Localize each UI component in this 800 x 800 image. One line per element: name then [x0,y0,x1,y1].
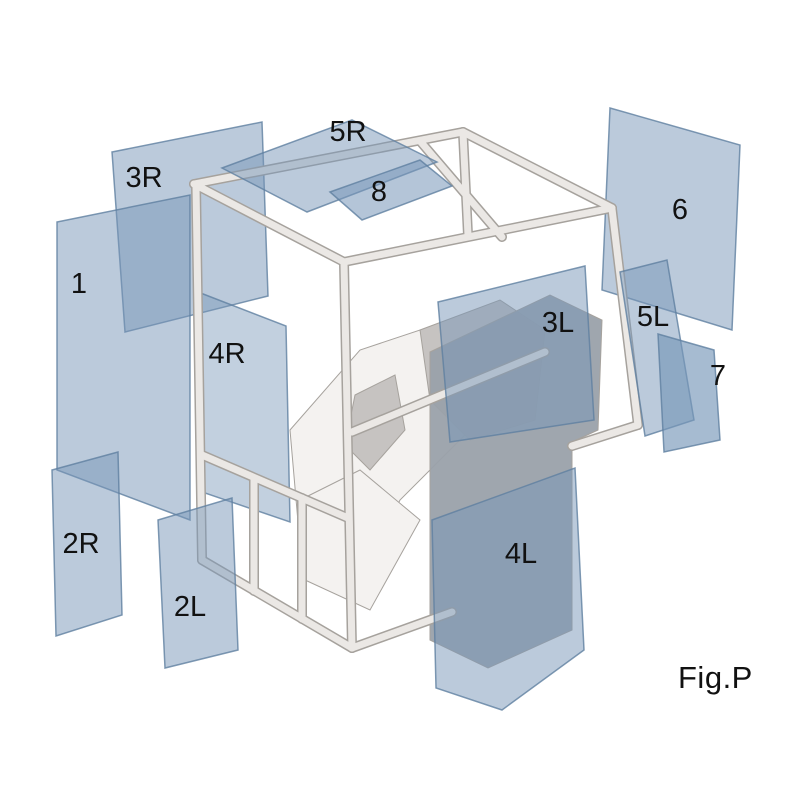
part-label-8: 8 [371,176,387,208]
frame-beam-9 [198,451,352,522]
frame-beam-2 [340,204,616,266]
frame-beam-8 [459,129,472,239]
labels-group: 1 2R 2L 3R 3L 4R 4L 5R 5L 6 7 8 [62,116,726,623]
frame-beam-4 [416,137,506,241]
frame-beam-3 [190,180,348,266]
part-label-5R: 5R [329,116,366,148]
glass-panel-5R [220,119,439,213]
part-label-2R: 2R [62,528,99,560]
frame-beam-13 [568,421,642,450]
part-label-2L: 2L [174,591,206,623]
part-label-5L: 5L [637,301,669,333]
glass-panel-7 [657,332,721,453]
glass-panel-8 [328,159,454,221]
part-label-3R: 3R [125,162,162,194]
glass-panel-2R [51,451,123,638]
frame-beam-5 [192,182,206,564]
frame-beam-6 [340,259,356,652]
glass-panel-4L [431,466,585,711]
glass-panel-3L [437,265,595,443]
back-panels-group [51,107,741,638]
part-label-4L: 4L [505,538,537,570]
front-panels-group [157,119,721,711]
frame-beam-1 [459,128,616,212]
part-label-3L: 3L [542,307,574,339]
part-label-6: 6 [672,194,688,226]
part-label-4R: 4R [208,338,245,370]
glass-panel-2L [157,497,239,669]
part-label-7: 7 [710,360,726,392]
frame-beam-7 [608,205,642,429]
part-label-1: 1 [71,268,87,300]
figure-caption: Fig.P [678,660,753,695]
